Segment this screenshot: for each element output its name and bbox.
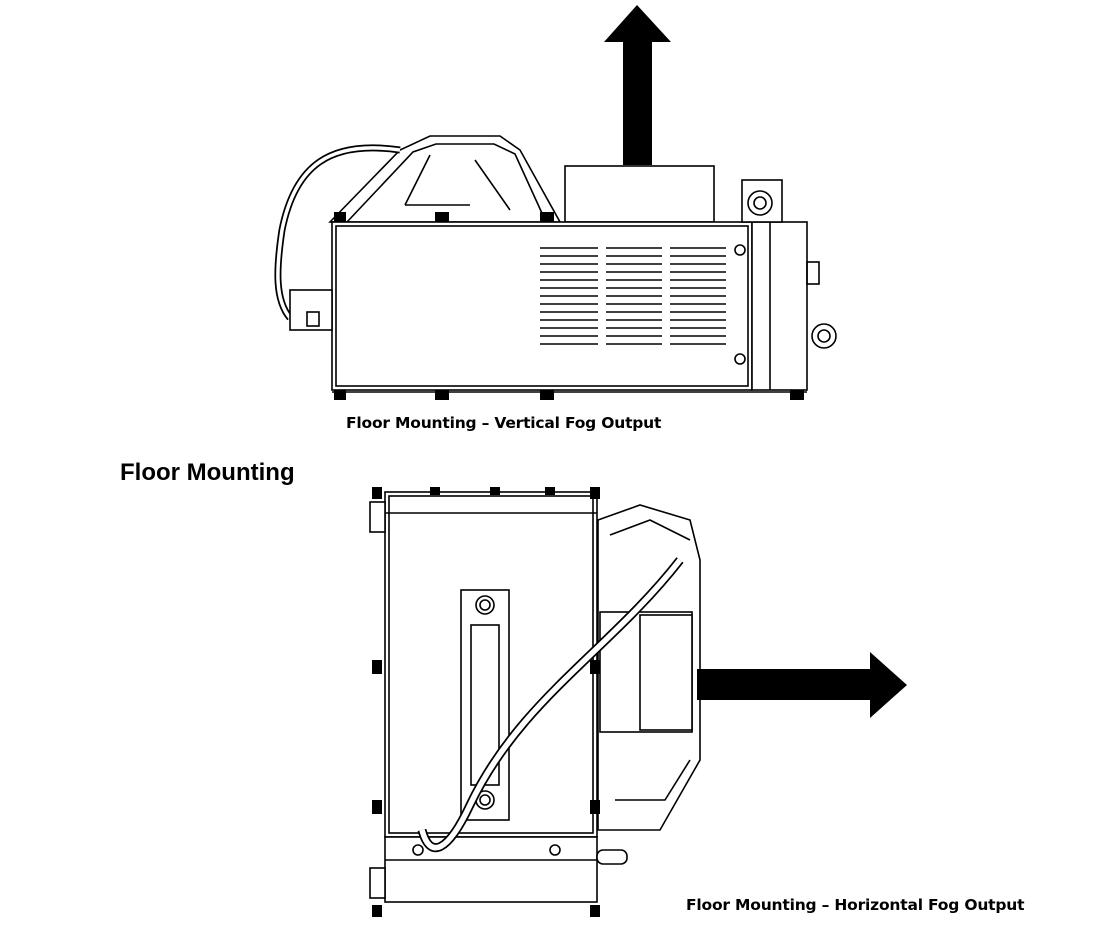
vertical-fog-arrow xyxy=(604,5,671,165)
horizontal-output-caption: Floor Mounting – Horizontal Fog Output xyxy=(686,896,1025,914)
horizontal-fog-arrow xyxy=(697,652,907,718)
section-heading: Floor Mounting xyxy=(120,459,295,486)
vertical-output-caption: Floor Mounting – Vertical Fog Output xyxy=(346,414,662,432)
